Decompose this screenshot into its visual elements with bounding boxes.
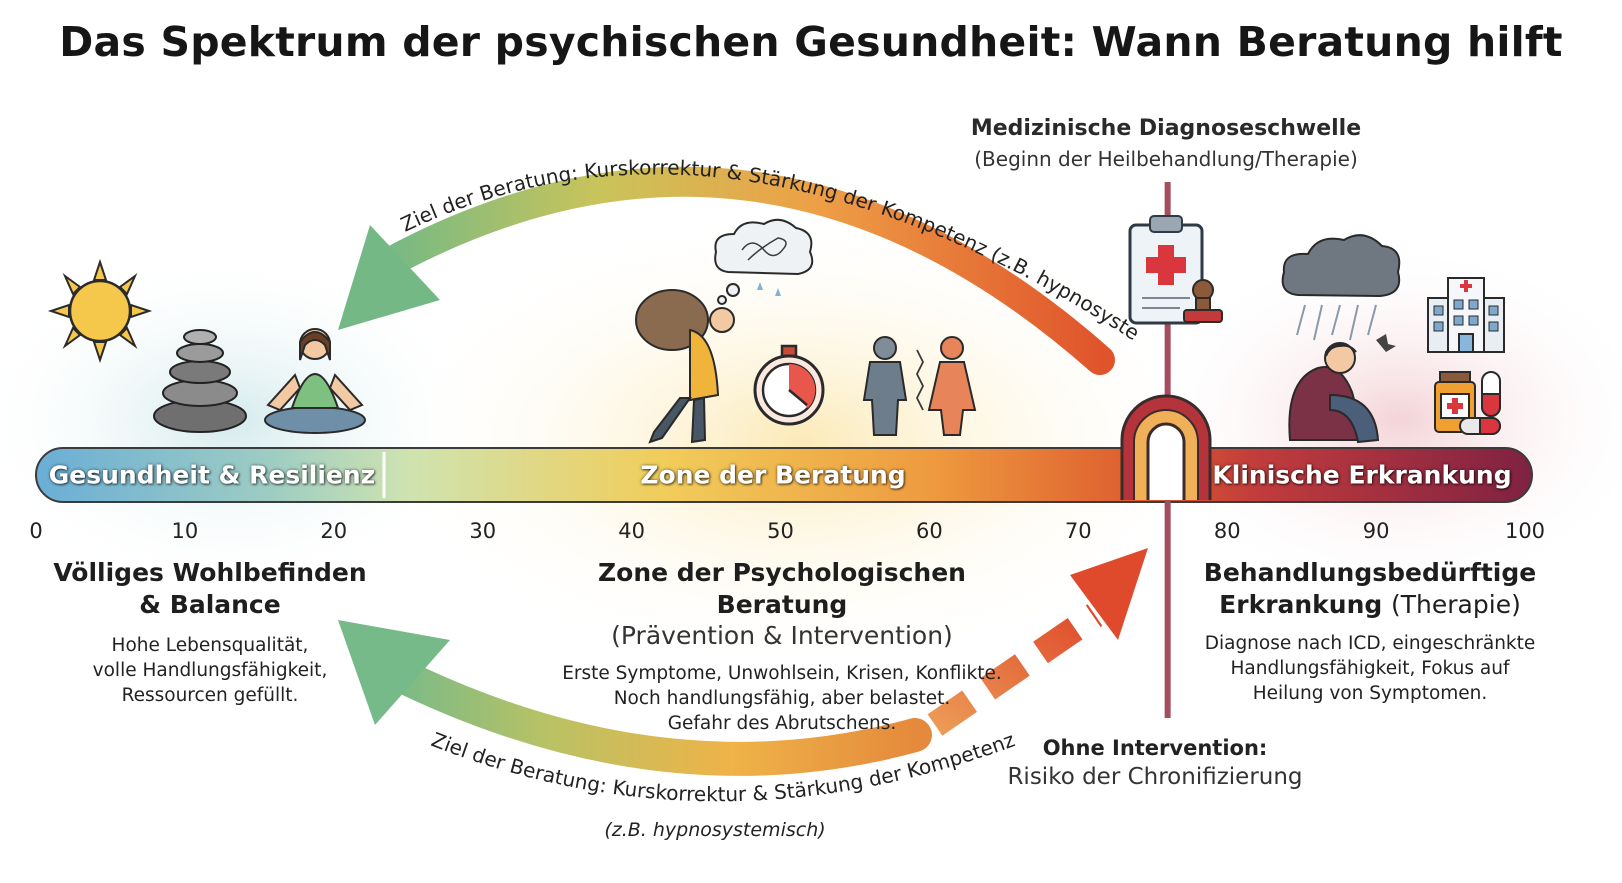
svg-text:Ziel der Beratung: Kurskorrekt: Ziel der Beratung: Kurskorrektur & Stärk… [0,0,1144,345]
rain-cloud-icon [1281,234,1401,341]
scale-tick-label: 40 [618,519,645,543]
stamp-icon [1183,279,1223,323]
scale-tick-label: 70 [1065,519,1092,543]
health-text-line: volle Handlungsfähigkeit, [92,660,328,681]
sun-icon [47,258,153,364]
scale-tick-label: 30 [469,519,496,543]
risk-arrow [927,548,1148,736]
scale-tick-label: 80 [1214,519,1241,543]
health-text-line: Hohe Lebensqualität, [111,635,309,656]
page-title: Das Spektrum der psychischen Gesundheit:… [59,18,1563,66]
risk-subtitle: Risiko der Chronifizierung [1007,764,1303,790]
clipboard-icon [1128,215,1204,325]
health-heading-line1: Völliges Wohlbefinden [53,558,367,587]
counseling-subheading: (Prävention & Intervention) [611,621,953,650]
scale-tick-label: 20 [320,519,347,543]
counseling-column: Zone der Psychologischen Beratung (Präve… [532,557,1032,736]
distressed-person-icon [1288,334,1396,444]
clinical-column: Behandlungsbedürftige Erkrankung (Therap… [1190,557,1550,706]
clinical-heading-line1: Behandlungsbedürftige [1203,558,1537,587]
scale-tick-label: 60 [916,519,943,543]
scale-tick-label: 50 [767,519,794,543]
threshold-title: Medizinische Diagnoseschwelle [970,116,1362,141]
stopwatch-icon [753,344,825,426]
bottom-arrow-sublabel: (z.B. hypnosystemisch) [604,819,825,841]
risk-title: Ohne Intervention: [1042,736,1268,760]
counseling-text-line: Gefahr des Abrutschens. [667,713,897,734]
scale-tick-label: 0 [29,519,42,543]
arch-gate-icon [1120,394,1212,500]
clinical-text-line: Heilung von Symptomen. [1252,683,1488,704]
scale-tick-label: 10 [172,519,199,543]
counseling-heading: Zone der Psychologischen Beratung [598,558,966,619]
clinical-heading-bold: Erkrankung [1219,590,1383,619]
counseling-text-line: Noch handlungsfähig, aber belastet. [613,688,951,709]
stacked-stones-icon [153,329,247,433]
scale-ticks: 0 10 20 30 40 50 60 70 80 90 100 [29,519,1545,543]
health-column: Völliges Wohlbefinden & Balance Hohe Leb… [40,557,380,708]
counseling-text-line: Erste Symptome, Unwohlsein, Krisen, Konf… [562,663,1002,684]
scale-tick-label: 90 [1363,519,1390,543]
hospital-icon [1427,277,1505,353]
bar-segment-label: Klinische Erkrankung [1212,460,1512,490]
conflict-couple-icon [862,336,977,436]
threshold-subtitle: (Beginn der Heilbehandlung/Therapie) [974,147,1358,171]
bar-segment-label: Zone der Beratung [640,460,906,490]
burdened-person-icon [635,289,735,444]
worry-cloud-icon [714,218,814,305]
bar-segment-label: Gesundheit & Resilienz [48,460,376,490]
health-heading-line2: & Balance [139,590,281,619]
meditating-person-icon [264,328,366,434]
medicine-icon [1434,371,1501,435]
clinical-text-line: Handlungsfähigkeit, Fokus auf [1230,658,1510,679]
health-text-line: Ressourcen gefüllt. [121,685,299,706]
top-return-arrow [338,166,1115,375]
scale-tick-label: 100 [1505,519,1545,543]
bottom-return-arrow [338,620,932,776]
clinical-text-line: Diagnose nach ICD, eingeschränkte [1204,633,1536,654]
clinical-heading-normal: (Therapie) [1391,590,1521,619]
top-arrow-label: Ziel der Beratung: Kurskorrektur & Stärk… [0,0,1144,345]
